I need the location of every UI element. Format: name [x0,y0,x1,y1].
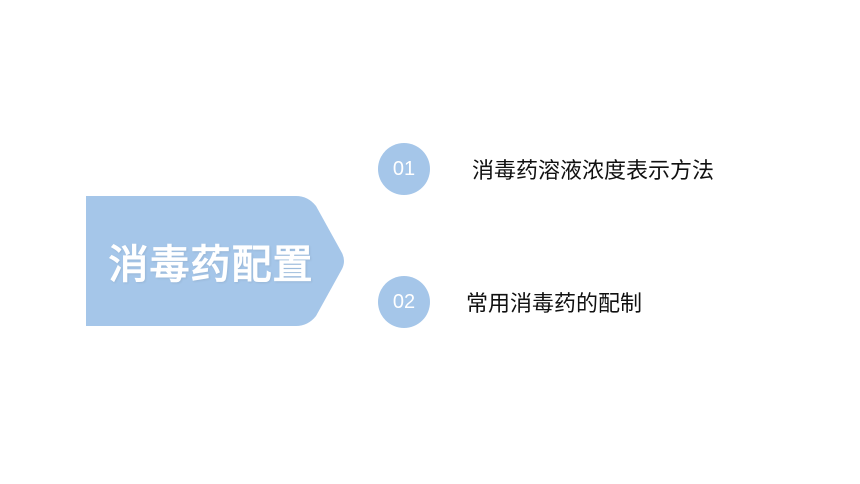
item-label-01: 消毒药溶液浓度表示方法 [472,159,715,184]
number-badge-02: 02 [378,276,430,328]
title-pentagon: 消毒药配置 [86,196,346,326]
number-badge-01: 01 [378,143,430,195]
list-item-01: 01 消毒药溶液浓度表示方法 [378,143,714,195]
list-item-02: 02 常用消毒药的配制 [378,276,642,328]
item-label-02: 常用消毒药的配制 [466,292,643,317]
pentagon-shape [86,196,344,326]
page-title: 消毒药配置 [108,242,314,288]
